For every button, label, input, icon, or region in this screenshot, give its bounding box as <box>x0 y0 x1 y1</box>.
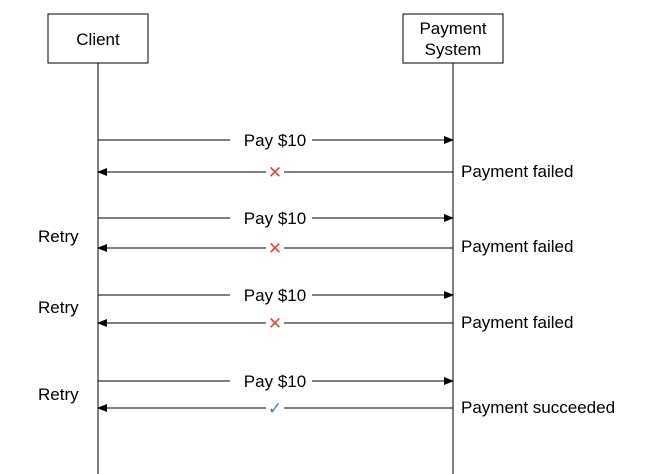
exchange-4: Retry Pay $10 ✓ Payment succeeded <box>38 370 615 419</box>
status-mark-bg <box>266 162 284 182</box>
response-label: Payment failed <box>461 313 573 332</box>
failed-x-icon: ✕ <box>268 239 282 259</box>
failed-x-icon: ✕ <box>268 163 282 183</box>
exchange-3: Retry Pay $10 ✕ Payment failed <box>38 284 573 334</box>
request-label: Pay $10 <box>244 131 306 150</box>
request-label: Pay $10 <box>244 209 306 228</box>
success-check-icon: ✓ <box>268 399 282 419</box>
response-label: Payment succeeded <box>461 398 615 417</box>
client-label: Client <box>76 30 120 49</box>
payment-system-label-line2: System <box>425 40 482 59</box>
request-label-bg <box>230 284 312 306</box>
response-label: Payment failed <box>461 162 573 181</box>
payment-system-label-line1: Payment <box>419 19 486 38</box>
exchange-1: Pay $10 ✕ Payment failed <box>97 129 573 183</box>
retry-label: Retry <box>38 385 79 404</box>
participant-payment-system: Payment System <box>402 13 504 474</box>
status-mark-bg <box>266 398 284 418</box>
retry-label: Retry <box>38 227 79 246</box>
request-label-bg <box>230 207 312 229</box>
participant-client: Client <box>47 13 149 474</box>
status-mark-bg <box>266 313 284 333</box>
retry-label: Retry <box>38 298 79 317</box>
exchange-2: Retry Pay $10 ✕ Payment failed <box>38 207 573 259</box>
status-mark-bg <box>266 238 284 258</box>
request-label-bg <box>230 129 312 151</box>
request-label: Pay $10 <box>244 372 306 391</box>
request-label: Pay $10 <box>244 286 306 305</box>
response-label: Payment failed <box>461 237 573 256</box>
request-label-bg <box>230 370 312 392</box>
client-box <box>47 13 149 64</box>
failed-x-icon: ✕ <box>268 314 282 334</box>
